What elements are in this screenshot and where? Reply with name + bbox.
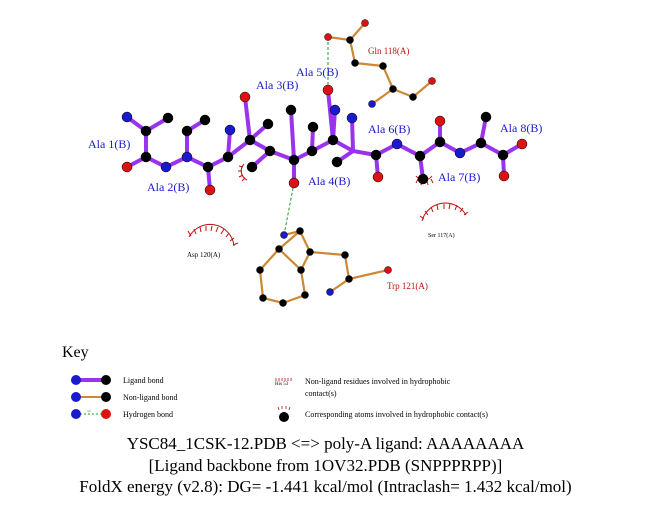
label-ala3: Ala 3(B) [256, 78, 298, 92]
key-ligand-bond-label: Ligand bond [123, 376, 164, 385]
label-trp121: Trp 121(A) [387, 281, 428, 291]
key-hydrophobic-residue-sample: His 53 [275, 378, 292, 387]
nonligand-carbon-atoms [256, 36, 417, 307]
key-hydrogen-bond-sample [71, 409, 111, 419]
nitrogen-atoms [121, 104, 466, 173]
atom-contact-arc-ala4 [238, 163, 248, 182]
key-hydrophobic-residues-label-2: contact(s) [305, 389, 337, 398]
caption-line-1: YSC84_1CSK-12.PDB <=> poly-A ligand: AAA… [126, 434, 525, 453]
label-gln118: Gln 118(A) [368, 46, 409, 56]
hydrophobic-arcs [187, 163, 469, 247]
key: Key Ligand bond Non-ligand bond 3.0 Hydr… [62, 344, 488, 422]
key-hydrophobic-residues-label-1: Non-ligand residues involved in hydropho… [305, 377, 451, 386]
atoms [121, 19, 528, 307]
label-ala1: Ala 1(B) [88, 137, 130, 151]
nitrogen-atoms-small [280, 100, 376, 296]
key-hbond-distance: 3.0 [87, 409, 91, 413]
trp121-bonds [258, 229, 390, 305]
asp120-hydrophobic-arc [187, 223, 239, 247]
label-ala7: Ala 7(B) [438, 170, 480, 184]
key-hydrophobic-atoms-label: Corresponding atoms involved in hydropho… [305, 410, 488, 419]
label-ala4: Ala 4(B) [308, 174, 350, 188]
oxygen-atoms-small [324, 19, 436, 274]
label-ser117: Ser 117(A) [428, 232, 455, 239]
key-hydrogen-bond-label: Hydrogen bond [123, 410, 173, 419]
hbond-ala4-trp121 [283, 182, 295, 236]
label-ala6: Ala 6(B) [368, 122, 410, 136]
ligand-labels: Ala 1(B) Ala 2(B) Ala 3(B) Ala 4(B) Ala … [88, 65, 542, 194]
caption-line-2: [Ligand backbone from 1OV32.PDB (SNPPPRP… [148, 456, 503, 475]
residue-labels: Gln 118(A) Trp 121(A) Ser 117(A) Asp 120… [187, 46, 455, 291]
nonligand-bonds [258, 21, 434, 305]
oxygen-atoms [121, 84, 528, 196]
key-ligand-bond-sample [71, 375, 111, 385]
label-ala8: Ala 8(B) [500, 121, 542, 135]
label-ala2: Ala 2(B) [147, 180, 189, 194]
hydrogen-bonds [283, 37, 329, 236]
gln118-bonds [326, 21, 434, 106]
label-ala5: Ala 5(B) [296, 65, 338, 79]
key-nonligand-bond-label: Non-ligand bond [123, 393, 177, 402]
ser117-hydrophobic-arc [419, 202, 469, 222]
key-hydrophobic-atom-sample [277, 406, 291, 422]
label-asp120: Asp 120(A) [187, 251, 221, 259]
caption-line-3: FoldX energy (v2.8): DG= -1.441 kcal/mol… [79, 477, 572, 496]
key-nonligand-bond-sample [71, 392, 111, 402]
key-title: Key [62, 344, 89, 361]
key-his53-label: His 53 [275, 382, 289, 387]
carbon-atoms [140, 104, 509, 185]
